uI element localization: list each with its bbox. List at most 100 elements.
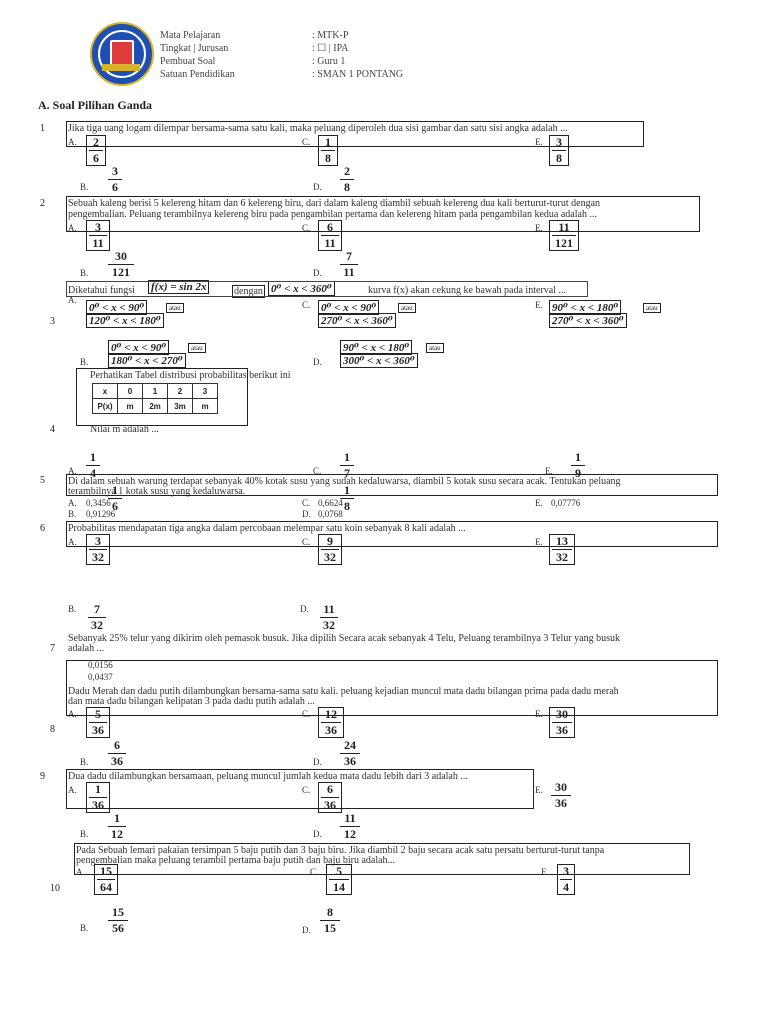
header-author-value: : Guru 1 [312,56,346,67]
q6-E-label: E. [535,537,543,547]
q3-E-part2: 270⁰ < x < 360⁰ [549,313,627,328]
q1-B-label: B. [80,182,89,192]
table-cell: m [117,398,143,414]
q6-text: Probabilitas mendapatan tiga angka dalam… [68,523,466,534]
q5-C-label: C. [302,498,311,508]
q9-B-label: B. [80,829,89,839]
q4-number: 4 [50,424,55,435]
q8-C-label: C. [302,709,311,719]
q3-A-part1: 0⁰ < x < 90⁰ [86,300,148,315]
q5-B-label: B. [68,509,77,519]
q8-D-label: D. [313,757,322,767]
q3-pre: Diketahui fungsi [68,285,135,296]
q9-box [66,769,534,809]
q3-question-box [66,281,588,297]
header-level-value: : ☐ | IPA [312,43,349,54]
q5-C-value: 0,6624 [318,498,343,508]
q5-A-value: 0,3456 [86,498,111,508]
q3-B-part2: 180⁰ < x < 270⁰ [108,353,186,368]
q4-A-label: A. [68,466,77,476]
q10-line1: Pada Sebuah lemari pakaian tersimpan 5 b… [76,845,605,856]
q5-D-label: D. [302,509,311,519]
q9-number: 9 [40,771,45,782]
q4-E-label: E. [545,466,553,476]
q1-text: Jika tiga uang logam dilempar bersama-sa… [68,123,568,134]
q6-A-label: A. [68,537,77,547]
q5-line1: Di dalam sebuah warung terdapat sebanyak… [68,476,621,487]
q3-C-part2: 270⁰ < x < 360⁰ [318,313,396,328]
q2-number: 2 [40,198,45,209]
q2-line2: pengembalian. Peluang terambilnya kelere… [68,209,597,220]
q4-ask: Nilai m adalah ... [90,424,159,435]
q3-E-part1: 90⁰ < x < 180⁰ [549,300,622,315]
q1-C-label: C. [302,137,311,147]
q8-E-label: E. [535,709,543,719]
q3-C-atau: atau [398,303,416,313]
q10-line2: pengembalian maka peluang terambil perta… [76,855,396,866]
q5-E-label: E. [535,498,543,508]
table-cell: P(x) [92,398,118,414]
q10-B-label: B. [80,923,89,933]
header-subject-value: : MTK-P [312,30,349,41]
q3-B-atau: atau [188,343,206,353]
table-cell: x [92,383,118,399]
q5-line2: terambilnya 1 kotak susu yang kedaluwars… [68,486,246,497]
q3-A-part2: 120⁰ < x < 180⁰ [86,313,164,328]
header-school-value: : SMAN 1 PONTANG [312,69,404,80]
q3-A-atau: atau [166,303,184,313]
q3-number: 3 [50,316,55,327]
q9-A-label: A. [68,785,77,795]
q8-line2: dan mata dadu bilangan kelipatan 3 pada … [68,696,315,707]
q9-C-label: C. [302,785,311,795]
q2-E-label: E. [535,223,543,233]
q3-B-label: B. [80,357,89,367]
section-title: A. Soal Pilihan Ganda [38,98,153,112]
header-school-label: Satuan Pendidikan [160,69,235,80]
q2-line1: Sebuah kaleng berisi 5 kelereng hitam da… [68,198,601,209]
q7-option-1: 0,0156 [88,660,113,670]
q3-post: kurva f(x) akan cekung ke bawah pada int… [368,285,566,296]
q3-D-label: D. [313,357,322,367]
q4-C-label: C. [313,466,322,476]
q2-B-label: B. [80,268,89,278]
q5-box [66,474,718,496]
q3-D-part2: 300⁰ < x < 360⁰ [340,353,418,368]
table-cell: 1 [142,383,168,399]
q2-A-label: A. [68,223,77,233]
q2-box [66,196,700,232]
q2-C-label: C. [302,223,311,233]
table-cell: 3 [192,383,218,399]
q7-line1: Sebanyak 25% telur yang dikirim oleh pem… [68,633,620,644]
q8-B-label: B. [80,757,89,767]
q5-D-value: 0,0768 [318,509,343,519]
q6-D-label: D. [300,604,309,614]
q3-D-part1: 90⁰ < x < 180⁰ [340,340,413,355]
q1-box [66,121,644,147]
header-subject-label: Mata Pelajaran [160,30,221,41]
table-cell: m [192,398,218,414]
